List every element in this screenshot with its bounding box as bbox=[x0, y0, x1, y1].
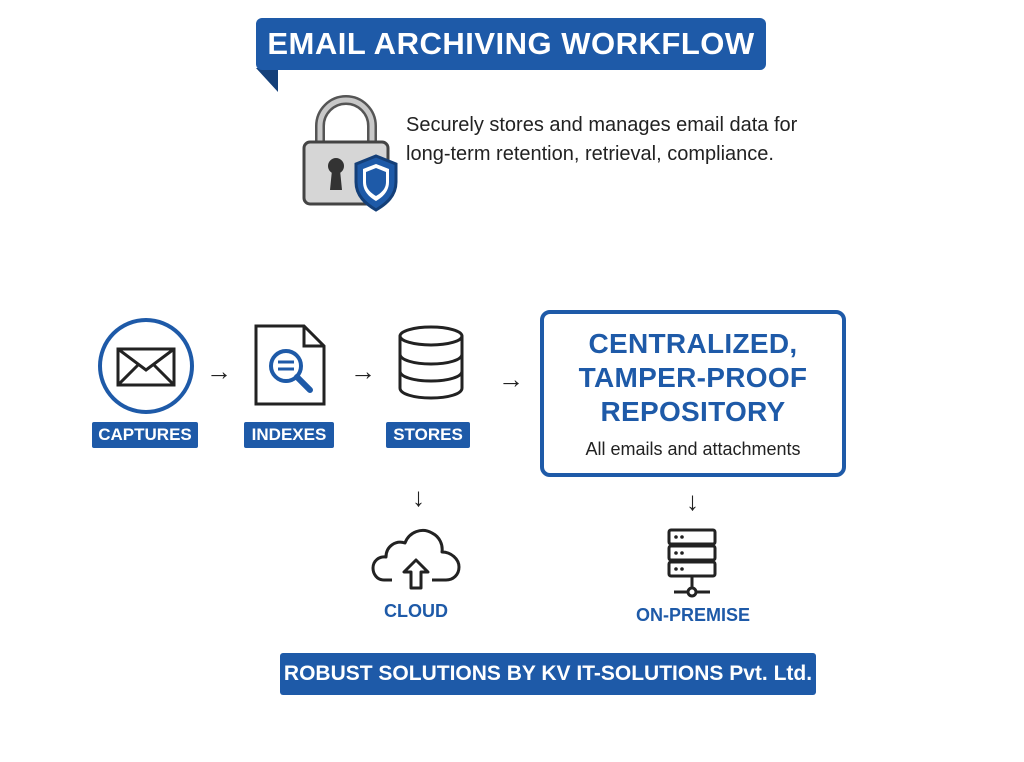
envelope-icon bbox=[98, 318, 194, 414]
document-search-icon bbox=[254, 324, 326, 406]
repository-subtitle: All emails and attachments bbox=[585, 439, 801, 459]
arrow-right-icon: → bbox=[498, 364, 524, 394]
title-banner: EMAIL ARCHIVING WORKFLOW bbox=[256, 18, 766, 70]
step-stores-label: STORES bbox=[386, 422, 470, 448]
lock-shield-icon bbox=[302, 95, 398, 212]
description: Securely stores and manages email data f… bbox=[406, 111, 826, 169]
footer-text: ROBUST SOLUTIONS BY KV IT-SOLUTIONS Pvt.… bbox=[283, 662, 813, 685]
title-banner-tail bbox=[256, 68, 278, 92]
arrow-down-icon: ↓ bbox=[686, 486, 699, 516]
description-line-2: long-term retention, retrieval, complian… bbox=[406, 143, 774, 165]
repository-title: CENTRALIZED, TAMPER-PROOF REPOSITORY bbox=[578, 328, 808, 427]
server-icon bbox=[667, 528, 717, 598]
step-indexes-label: INDEXES bbox=[244, 422, 334, 448]
cloud-label: CLOUD bbox=[384, 601, 448, 621]
page-title: EMAIL ARCHIVING WORKFLOW bbox=[267, 26, 755, 61]
cloud-upload-icon bbox=[371, 528, 461, 590]
description-line-1: Securely stores and manages email data f… bbox=[406, 114, 798, 136]
database-icon bbox=[398, 325, 464, 400]
footer-banner: ROBUST SOLUTIONS BY KV IT-SOLUTIONS Pvt.… bbox=[280, 653, 816, 695]
step-captures-label: CAPTURES bbox=[92, 422, 198, 448]
arrow-right-icon: → bbox=[350, 356, 376, 386]
repository-box: CENTRALIZED, TAMPER-PROOF REPOSITORY All… bbox=[540, 310, 846, 477]
arrow-right-icon: → bbox=[206, 356, 232, 386]
arrow-down-icon: ↓ bbox=[412, 482, 425, 512]
on-premise-label: ON-PREMISE bbox=[635, 605, 750, 625]
